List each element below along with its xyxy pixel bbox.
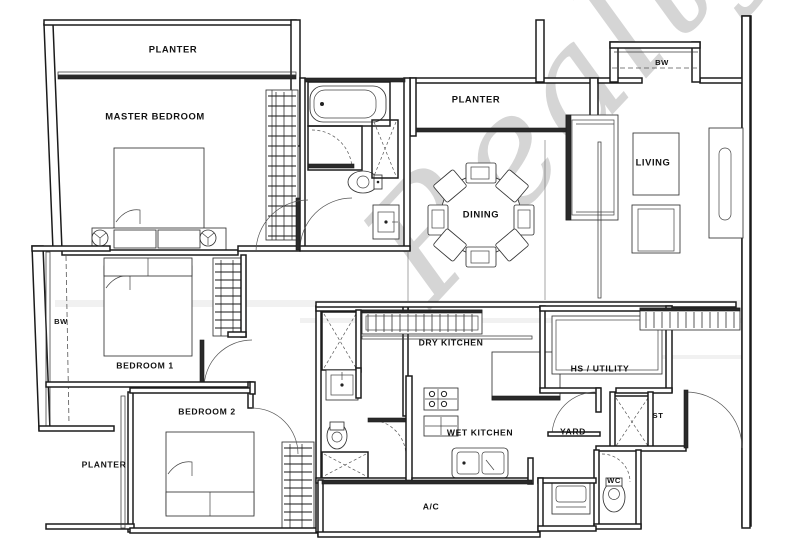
room-label-wc: WC: [607, 476, 621, 485]
room-label-hs-utility: HS / UTILITY: [571, 363, 630, 373]
wc-toilet: [602, 477, 626, 513]
room-label-bay-window-top: BW: [655, 58, 669, 67]
master-bathroom: [295, 77, 411, 252]
living-area: [565, 114, 744, 254]
wardrobe-2: [281, 441, 315, 533]
common-bathroom: [315, 305, 409, 533]
common-toilet: [326, 421, 348, 450]
room-label-master-bedroom: MASTER BEDROOM: [105, 110, 205, 121]
room-label-wet-kitchen: WET KITCHEN: [447, 427, 513, 437]
common-basin: [325, 369, 359, 401]
room-label-yard: YARD: [560, 426, 586, 436]
bay-window-top-frame: [609, 41, 701, 83]
wc-room: [593, 449, 642, 530]
coffee-table: [632, 132, 680, 196]
master-toilet: [347, 170, 383, 194]
cooktop: [423, 415, 459, 437]
room-label-living: LIVING: [636, 156, 671, 167]
washing-machine: [551, 481, 591, 515]
master-wardrobe: [265, 89, 299, 241]
misc-partitions: [249, 140, 602, 395]
tv-console: [708, 127, 744, 239]
room-labels: PLANTER MASTER BEDROOM PLANTER BW LIVING DINI…: [54, 43, 670, 511]
utility-storage-run: [639, 307, 741, 331]
room-label-dining: DINING: [463, 208, 499, 219]
hs-utility-area: [539, 305, 741, 413]
armchair: [631, 204, 681, 254]
bedroom-2-area: [45, 387, 319, 534]
bathtub: [309, 85, 387, 123]
structural-walls: [43, 15, 752, 529]
kitchen-counter-run: [361, 309, 483, 335]
room-label-store: ST: [653, 411, 664, 420]
dining-table: [427, 162, 535, 268]
store-hatch: [613, 395, 651, 449]
master-shower: [307, 125, 363, 171]
master-bed: [113, 147, 205, 241]
nightstand-lamp-left: [91, 229, 109, 247]
closet-hatch: [321, 311, 359, 371]
four-burner-hob: [423, 387, 459, 411]
nightstand-lamp-right: [199, 229, 217, 247]
yard-area: [537, 389, 743, 532]
bed-1: [103, 265, 193, 357]
master-basin: [372, 204, 400, 240]
master-bedroom-door: [255, 199, 309, 253]
ac-ledge-area: [317, 479, 541, 538]
sofa: [565, 114, 619, 221]
room-label-dry-kitchen: DRY KITCHEN: [419, 337, 484, 347]
room-label-bay-window-left: BW: [54, 317, 68, 326]
common-shower: [321, 451, 369, 479]
room-label-planter-top: PLANTER: [149, 43, 197, 54]
kitchen-sink: [451, 447, 509, 479]
room-label-bedroom-1: BEDROOM 1: [116, 360, 173, 370]
room-label-planter-mid: PLANTER: [452, 93, 500, 104]
linen-closet: [371, 119, 399, 179]
room-label-air-con-ledge: A/C: [423, 501, 440, 511]
master-bedroom-area: [61, 147, 301, 256]
dining-area: [427, 162, 535, 268]
room-label-bedroom-2: BEDROOM 2: [178, 406, 235, 416]
wardrobe-1: [212, 257, 246, 337]
bedroom-1-area: [31, 245, 254, 432]
dry-kitchen-area: [315, 301, 737, 401]
room-label-planter-bottom: PLANTER: [82, 459, 127, 469]
